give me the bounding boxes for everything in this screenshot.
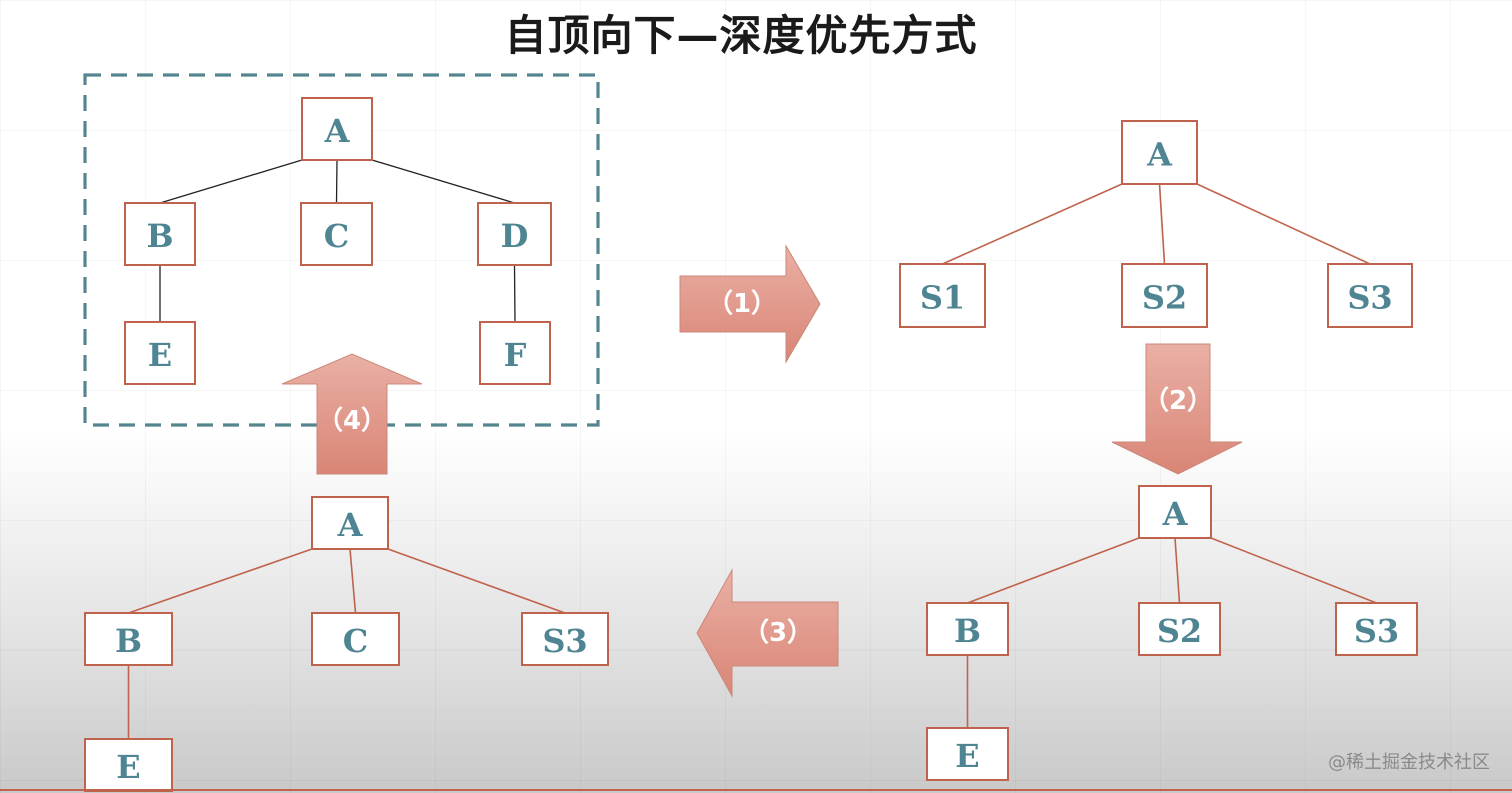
arrow-3-shape	[696, 568, 839, 698]
tree-step1-node-box-S2	[1121, 263, 1208, 328]
tree-step3-node-label-S3: S3	[542, 622, 587, 660]
tree-final-node-D: D	[477, 202, 552, 266]
tree-step3-node-box-E	[84, 738, 173, 792]
tree-step1-edge-A-S1	[942, 183, 1123, 265]
tree-step2-node-box-S3	[1335, 602, 1418, 656]
arrow-1-label: （1）	[707, 289, 777, 319]
tree-final-node-E: E	[124, 321, 196, 385]
tree-step1-edge-A-S3	[1196, 183, 1371, 265]
tree-final-edge-A-C	[335, 159, 338, 204]
tree-step3-node-A: A	[311, 496, 389, 550]
tree-final-node-label-D: D	[501, 217, 529, 255]
tree-step2-edge-A-S3	[1210, 537, 1377, 604]
tree-step2-node-S2: S2	[1138, 602, 1221, 656]
arrow-3: （3）	[696, 568, 839, 698]
tree-final-node-label-A: A	[324, 112, 351, 150]
tree-step2-node-label-S2: S2	[1157, 612, 1202, 650]
tree-step1-node-label-S2: S2	[1142, 279, 1187, 317]
tree-step1-node-label-S1: S1	[920, 279, 965, 317]
arrow-4-label: （4）	[317, 406, 387, 436]
arrow-3-label: （3）	[743, 618, 813, 648]
tree-final-node-box-D	[477, 202, 552, 266]
tree-final-edge-D-F	[513, 264, 516, 323]
page-title: 自顶向下—深度优先方式	[504, 11, 978, 60]
arrow-1: （1）	[679, 244, 821, 364]
tree-step2-node-box-E	[926, 727, 1009, 781]
arrow-4: （4）	[281, 353, 423, 475]
watermark-text: @稀土掘金技术社区	[1328, 752, 1490, 773]
tree-step2-node-box-B	[926, 602, 1009, 656]
tree-step1-node-label-A: A	[1146, 136, 1173, 174]
tree-step1-node-box-S3	[1327, 263, 1413, 328]
tree-step3-node-box-B	[84, 612, 173, 666]
tree-step3-edge-A-B	[128, 548, 313, 614]
tree-final-node-box-C	[300, 202, 373, 266]
tree-final-node-box-A	[301, 97, 373, 161]
tree-step2-node-label-E: E	[955, 737, 979, 775]
tree-final-node-C: C	[300, 202, 373, 266]
tree-step3-node-label-B: B	[115, 622, 142, 660]
tree-final-node-B: B	[124, 202, 196, 266]
tree-step1-node-box-A	[1121, 120, 1198, 185]
tree-step3-edge-A-C	[349, 548, 357, 614]
tree-final-node-box-B	[124, 202, 196, 266]
tree-step2-edge-A-B	[967, 537, 1140, 604]
tree-step3-node-E: E	[84, 738, 173, 792]
tree-step3-node-box-C	[311, 612, 400, 666]
tree-final-node-box-E	[124, 321, 196, 385]
tree-step1-node-S1: S1	[899, 263, 986, 328]
tree-step3-node-label-E: E	[116, 748, 140, 786]
tree-final-node-label-F: F	[504, 336, 527, 374]
tree-step3-node-C: C	[311, 612, 400, 666]
edges-layer	[127, 159, 1377, 739]
tree-step3-node-box-S3	[521, 612, 609, 666]
bottom-divider	[0, 789, 1512, 791]
tree-step1-node-S3: S3	[1327, 263, 1413, 328]
tree-step2-node-B: B	[926, 602, 1009, 656]
tree-final-node-F: F	[479, 321, 551, 385]
tree-final-edge-A-D	[371, 159, 515, 204]
tree-final-edge-A-B	[159, 159, 303, 204]
tree-final-node-label-B: B	[146, 217, 173, 255]
tree-step2-node-label-A: A	[1162, 495, 1189, 533]
tree-step3-node-B: B	[84, 612, 173, 666]
arrow-2-shape	[1111, 343, 1243, 475]
tree-step2-node-A: A	[1138, 485, 1212, 539]
arrow-4-shape	[281, 353, 423, 475]
tree-final-node-A: A	[301, 97, 373, 161]
tree-step2-node-label-B: B	[954, 612, 981, 650]
tree-step1-node-label-S3: S3	[1347, 279, 1392, 317]
tree-step1-node-A: A	[1121, 120, 1198, 185]
tree-step3-node-S3: S3	[521, 612, 609, 666]
tree-step3-edge-A-S3	[387, 548, 566, 614]
tree-final-node-label-C: C	[324, 217, 349, 255]
tree-step3-node-box-A	[311, 496, 389, 550]
tree-step3-node-label-A: A	[337, 506, 364, 544]
tree-step1-edge-A-S2	[1158, 183, 1166, 265]
tree-step1-node-box-S1	[899, 263, 986, 328]
tree-step2-edge-A-S2	[1174, 537, 1181, 604]
tree-step2-node-S3: S3	[1335, 602, 1418, 656]
tree-step2-node-box-A	[1138, 485, 1212, 539]
arrow-2: （2）	[1111, 343, 1243, 475]
tree-step2-node-E: E	[926, 727, 1009, 781]
tree-step1-node-S2: S2	[1121, 263, 1208, 328]
arrow-2-label: （2）	[1143, 386, 1213, 416]
tree-step3-node-label-C: C	[343, 622, 368, 660]
tree-final-node-label-E: E	[148, 336, 172, 374]
tree-final-node-box-F	[479, 321, 551, 385]
arrow-1-shape	[679, 244, 821, 364]
tree-step2-node-box-S2	[1138, 602, 1221, 656]
tree-step2-node-label-S3: S3	[1354, 612, 1399, 650]
